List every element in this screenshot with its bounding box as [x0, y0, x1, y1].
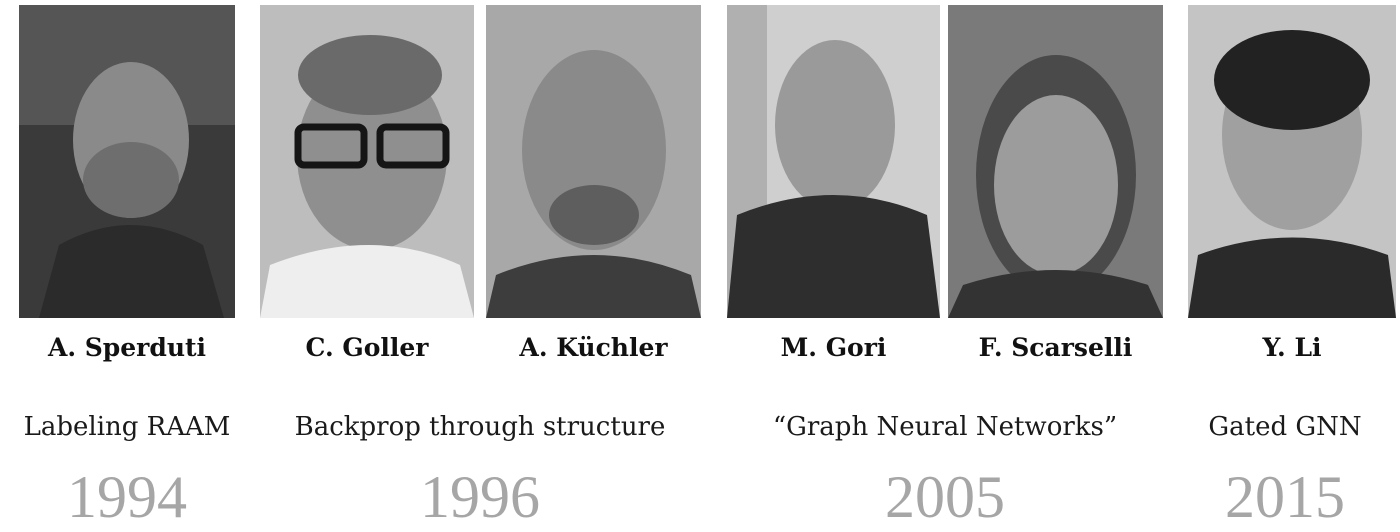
milestone-title: “Graph Neural Networks”	[772, 412, 1118, 442]
portrait-photo-icon	[19, 5, 235, 318]
milestone-year: 1996	[420, 464, 540, 530]
portrait-scarselli	[948, 5, 1163, 318]
portrait-photo-icon	[727, 5, 940, 318]
person-name: M. Gori	[780, 333, 887, 362]
portrait-sperduti	[19, 5, 235, 318]
person-name: C. Goller	[305, 333, 429, 362]
portrait-gori	[727, 5, 940, 318]
person-name: F. Scarselli	[978, 333, 1133, 362]
person-name: Y. Li	[1262, 333, 1322, 362]
person-name: A. Küchler	[519, 333, 668, 362]
milestone-year: 2015	[1225, 464, 1345, 530]
person-name: A. Sperduti	[47, 333, 207, 362]
portrait-goller	[260, 5, 474, 318]
milestone-year: 1994	[67, 464, 187, 530]
portrait-photo-icon	[486, 5, 701, 318]
portrait-photo-icon	[948, 5, 1163, 318]
milestone-title: Gated GNN	[1208, 412, 1362, 442]
portrait-photo-icon	[260, 5, 474, 318]
portrait-li	[1188, 5, 1396, 318]
portrait-kuchler	[486, 5, 701, 318]
milestone-title: Labeling RAAM	[23, 412, 231, 442]
portrait-photo-icon	[1188, 5, 1396, 318]
milestone-title: Backprop through structure	[294, 412, 666, 442]
milestone-year: 2005	[885, 464, 1005, 530]
